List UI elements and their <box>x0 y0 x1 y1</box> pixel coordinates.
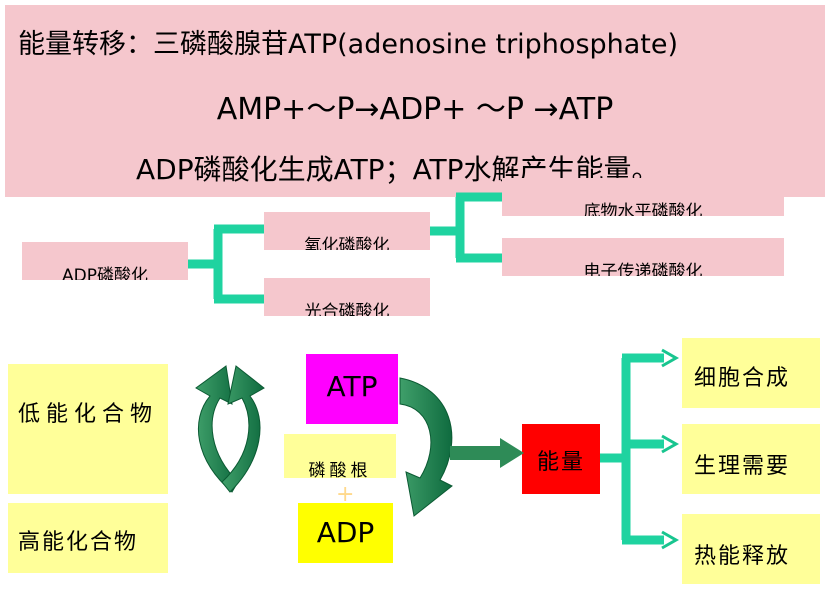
tree-leaf-electron-label: 电子传递磷酸化 <box>583 262 703 276</box>
curved-arrow-down-icon <box>399 377 453 517</box>
energy-box: 能量 <box>522 424 600 494</box>
phosphate-box: 磷酸根 <box>284 434 396 478</box>
output-label-heat-release: 热能释放 <box>694 544 791 569</box>
high-energy-compound-label: 高能化合物 <box>18 530 139 555</box>
atp-box: ATP <box>306 354 398 424</box>
header-banner <box>5 5 825 197</box>
tree-branch-oxidative-label: 氧化磷酸化 <box>304 236 390 250</box>
atp-label: ATP <box>326 370 378 403</box>
output-bracket-lines <box>600 353 664 545</box>
curved-arrow-up-right-icon <box>221 365 265 493</box>
high-energy-compound-box <box>8 503 168 573</box>
tree-leaf-substrate-box: 底物水平磷酸化 <box>502 178 784 216</box>
tree-bracket-lines <box>188 192 502 304</box>
header-line-2: AMP+～P→ADP+ ～P →ATP <box>216 92 614 127</box>
low-energy-compound-box <box>8 364 168 494</box>
output-label-physiological-need: 生理需要 <box>694 454 791 479</box>
tree-branch-photo-label: 光合磷酸化 <box>304 302 390 316</box>
tree-branch-photo-box: 光合磷酸化 <box>264 278 430 316</box>
adp-label: ADP <box>316 516 375 549</box>
tree-leaf-electron-box: 电子传递磷酸化 <box>502 238 784 276</box>
tree-root-label: ADP磷酸化 <box>62 266 148 280</box>
tree-root-box: ADP磷酸化 <box>22 242 188 280</box>
curved-arrow-up-left-icon <box>195 365 239 493</box>
output-box-1 <box>682 338 820 408</box>
tree-branch-oxidative-box: 氧化磷酸化 <box>264 212 430 250</box>
output-arrowheads <box>661 348 680 550</box>
output-label-cell-synthesis: 细胞合成 <box>694 366 791 391</box>
phosphate-label: 磷酸根 <box>308 461 372 478</box>
header-line-1: 能量转移：三磷酸腺苷ATP(adenosine triphosphate) <box>18 29 679 60</box>
low-energy-compound-label: 低能化合物 <box>18 402 159 427</box>
adp-box: ADP <box>298 503 393 563</box>
plus-sign: + <box>336 482 355 507</box>
tree-leaf-substrate-label: 底物水平磷酸化 <box>583 202 703 216</box>
energy-label: 能量 <box>536 450 585 475</box>
output-box-3 <box>682 514 820 584</box>
arrow-to-energy-icon <box>450 438 524 468</box>
output-box-2 <box>682 424 820 494</box>
